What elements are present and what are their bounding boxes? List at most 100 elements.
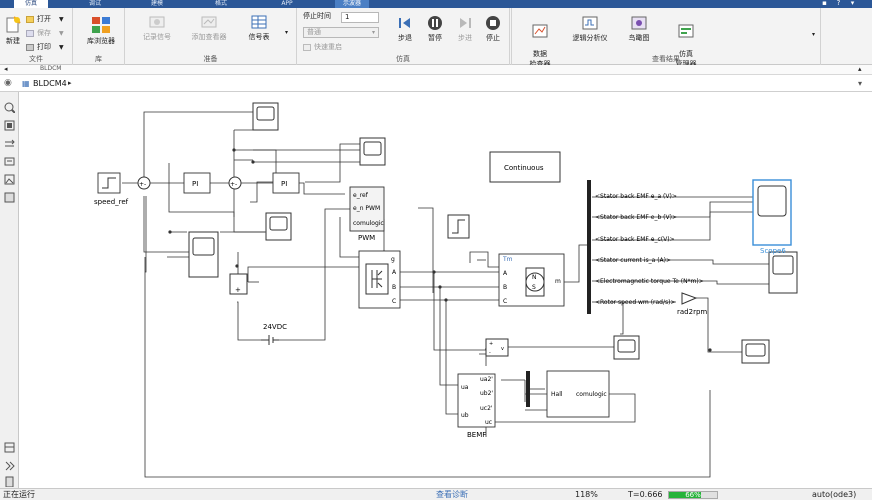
rad2rpm-gain[interactable]: rad2rpm <box>677 292 707 316</box>
pause-button[interactable]: 暂停 <box>423 15 447 43</box>
view-diagnostics-link[interactable]: 查看诊断 <box>436 490 468 499</box>
collapse-icon[interactable]: ◂ <box>4 65 8 73</box>
scope-current[interactable] <box>768 251 798 294</box>
dc-source[interactable]: 24VDC <box>261 323 287 345</box>
powergui-block[interactable]: Continuous <box>489 151 561 183</box>
scope-4[interactable] <box>188 231 219 278</box>
bird-eye-button[interactable]: 鸟瞰图 <box>624 15 654 43</box>
expand-icon[interactable]: ▴ <box>858 65 862 73</box>
minimize-icon[interactable]: ▪ <box>822 0 827 7</box>
step-back-button[interactable]: 步退 <box>393 15 417 43</box>
torque-step-block[interactable] <box>447 214 470 239</box>
hall-block[interactable]: Hall comulogic <box>546 370 610 418</box>
scope6-block[interactable]: Scope6 <box>752 179 792 255</box>
scope-speed[interactable] <box>741 339 770 364</box>
sum-block-2[interactable] <box>228 176 242 190</box>
scope-1[interactable] <box>252 102 279 131</box>
save-icon <box>26 29 34 37</box>
breadcrumb[interactable]: BLDCM4 <box>33 79 67 88</box>
stop-button[interactable]: 停止 <box>481 15 505 43</box>
motor-port-b: B <box>503 284 507 291</box>
open-button[interactable]: 打开▼ <box>26 14 64 24</box>
tab-scope[interactable]: 示波器 <box>335 0 369 8</box>
bldc-motor-block[interactable]: Tm A B C m N S <box>498 253 565 307</box>
fit-view-icon[interactable] <box>4 120 15 131</box>
review-expand-icon[interactable]: ▾ <box>812 31 816 38</box>
tab-apps[interactable]: APP <box>281 0 293 7</box>
collapse-panel-icon[interactable] <box>4 460 15 471</box>
dc-voltage-measure[interactable]: + <box>229 273 248 295</box>
block-diagram[interactable]: speed_ref +- PI +- PI e_ref e_n PWM c <box>20 92 872 488</box>
signal-label-wm: <Rotor speed wm (rad/s)> <box>595 299 676 306</box>
pwm-block[interactable]: e_ref e_n PWM comulogic PWM <box>349 186 385 242</box>
area-icon[interactable] <box>4 192 15 203</box>
sum1-sign-icon: +- <box>139 181 146 188</box>
bemf-port-uc2: uc2' <box>480 405 493 412</box>
step-back-label: 步退 <box>398 34 412 42</box>
bemf-mux[interactable] <box>526 371 530 407</box>
prepare-expand-icon[interactable]: ▾ <box>285 29 289 36</box>
data-inspector-icon <box>532 24 548 38</box>
diagram-overview-icon[interactable] <box>4 442 15 453</box>
file-section: 新建 打开▼ 保存▼ 打印▼ 文件 <box>0 8 73 65</box>
scope-voltage[interactable] <box>613 335 640 360</box>
pi-controller-1[interactable]: PI <box>183 172 211 194</box>
inverter-block[interactable]: g A B C <box>358 250 401 309</box>
step-forward-button[interactable]: 步进 <box>453 15 477 43</box>
bus-selector[interactable] <box>587 180 591 314</box>
data-inspector-button[interactable]: 数据 检查器 <box>524 15 556 69</box>
add-viewer-button[interactable]: 添加查看器 <box>185 14 233 42</box>
zoom-icon[interactable] <box>4 102 15 113</box>
pi-controller-2[interactable]: PI <box>272 172 300 194</box>
viewer-icon <box>201 16 217 28</box>
print-label: 打印 <box>37 43 51 51</box>
property-inspector-icon[interactable] <box>4 476 15 487</box>
bemf-port-uc: uc <box>485 419 492 426</box>
sum2-sign-icon: +- <box>230 181 237 188</box>
stop-time-input[interactable]: 1 <box>341 12 379 23</box>
tab-debug[interactable]: 调试 <box>88 0 101 7</box>
annotation-icon[interactable] <box>4 156 15 167</box>
voltage-measurement-block[interactable]: + - v <box>485 338 509 357</box>
library-browser-button[interactable]: 库浏览器 <box>85 16 117 46</box>
model-tab[interactable]: BLDCM <box>40 65 62 72</box>
new-button[interactable]: 新建 <box>3 16 23 46</box>
fast-restart-toggle[interactable]: 快速重启 <box>303 42 342 52</box>
arrows-icon[interactable] <box>4 138 15 149</box>
prepare-section-label: 准备 <box>203 55 218 63</box>
print-button[interactable]: 打印▼ <box>26 42 64 52</box>
breadcrumb-chevron-icon[interactable]: ▸ <box>68 79 72 87</box>
logic-analyzer-button[interactable]: 逻辑分析仪 <box>568 15 612 43</box>
model-canvas[interactable]: speed_ref +- PI +- PI e_ref e_n PWM c <box>20 92 872 488</box>
sim-manager-button[interactable]: 仿真 管理器 <box>670 15 702 69</box>
hide-browser-icon[interactable]: ◉ <box>4 78 12 88</box>
save-button[interactable]: 保存▼ <box>26 28 64 38</box>
logic-analyzer-label: 逻辑分析仪 <box>572 34 608 42</box>
settings-icon[interactable]: ▾ <box>850 0 855 7</box>
fast-restart-icon <box>303 43 311 51</box>
simulate-section: 停止时间 1 普通▾ 快速重启 步退 暂停 步进 停止 仿真 <box>297 8 510 65</box>
scope-2[interactable] <box>359 137 386 166</box>
tab-simulation[interactable]: 仿真 <box>14 0 48 8</box>
record-signal-button[interactable]: 记录信号 <box>133 14 181 42</box>
breadcrumb-menu-icon[interactable]: ▾ <box>858 79 863 88</box>
signal-label-isa: <Stator current is_a (A)> <box>595 257 671 264</box>
logic-analyzer-icon <box>582 16 598 30</box>
sim-manager-label: 仿真 管理器 <box>675 50 697 68</box>
pause-icon <box>428 16 442 30</box>
image-icon[interactable] <box>4 174 15 185</box>
open-label: 打开 <box>37 15 51 23</box>
help-icon[interactable]: ? <box>836 0 841 7</box>
progress-fill <box>669 492 701 498</box>
signal-table-button[interactable]: 信号表 <box>239 14 279 42</box>
record-signal-label: 记录信号 <box>143 33 171 41</box>
scope-3[interactable] <box>265 212 292 241</box>
sum-block-1[interactable] <box>137 176 151 190</box>
sim-mode-select[interactable]: 普通▾ <box>303 27 379 38</box>
signal-label-ea: <Stator back EMF e_a (V)> <box>595 193 677 200</box>
tab-format[interactable]: 格式 <box>214 0 227 7</box>
tab-modeling[interactable]: 建模 <box>150 0 163 7</box>
speed-ref-block[interactable]: speed_ref <box>94 172 129 206</box>
library-grid-icon <box>92 17 110 33</box>
bemf-block[interactable]: ua ub ua2' ub2' uc2' uc BEMF <box>457 373 496 439</box>
